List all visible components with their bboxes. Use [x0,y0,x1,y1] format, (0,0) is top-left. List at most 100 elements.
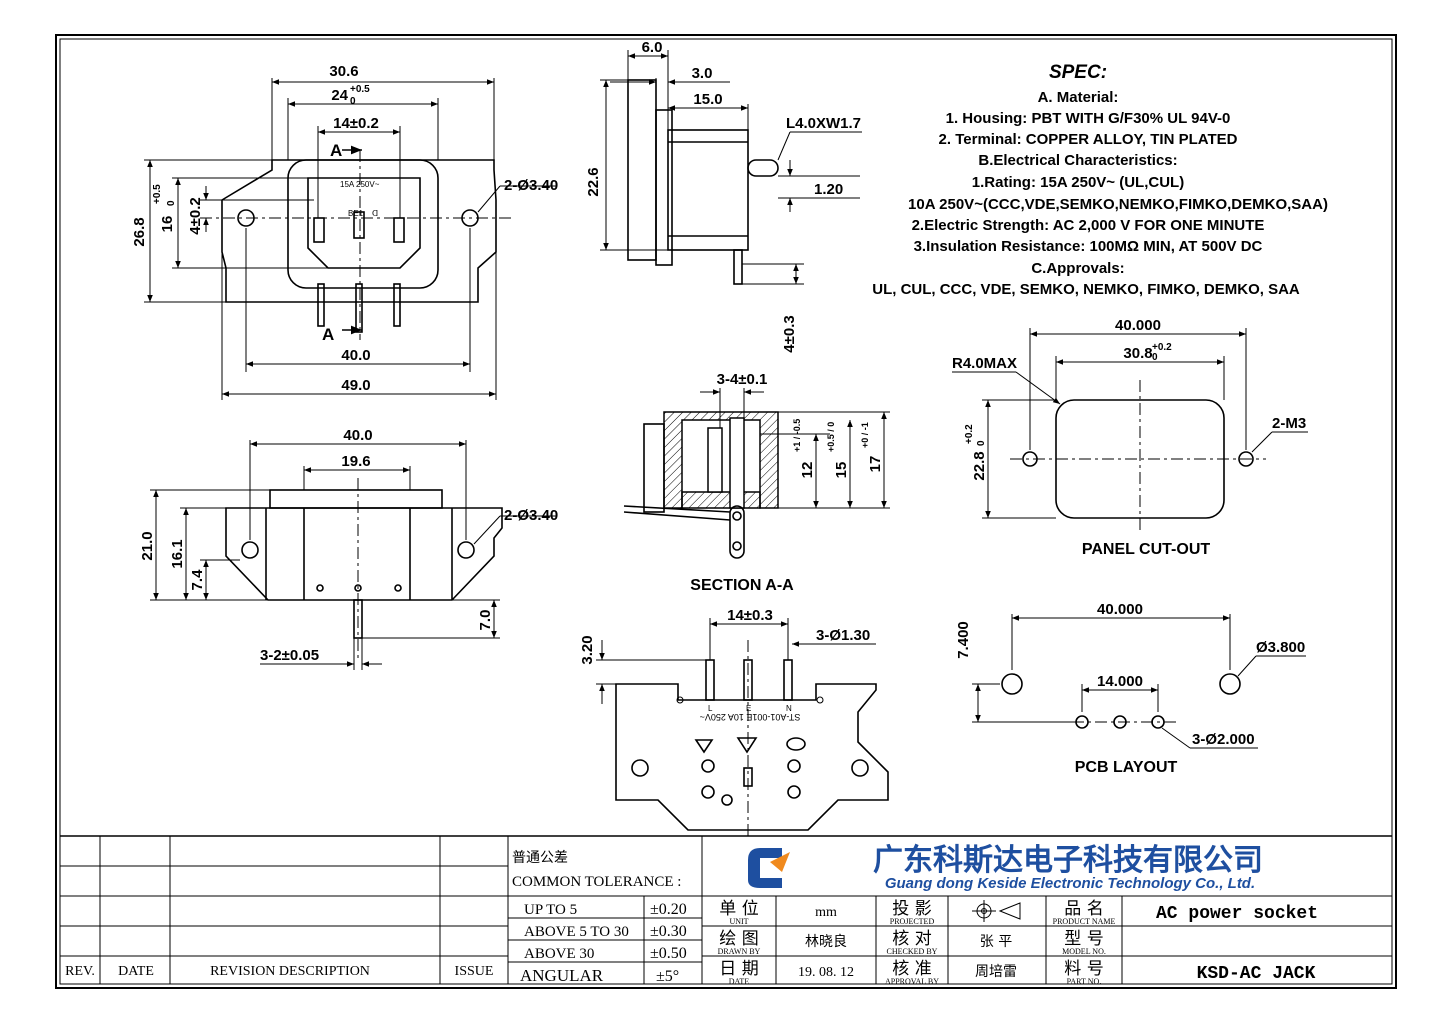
tolerance-range-2: ABOVE 5 TO 30 [524,924,629,940]
pcb-layout-title: PCB LAYOUT [1075,759,1178,776]
spec-line-8: 3.Insulation Resistance: 100MΩ MIN, AT 5… [914,238,1263,255]
section-view-labels: 3-4±0.1 12 +1 / -0.5 15 +0.5 / 0 17 +0 /… [690,371,884,594]
pcb-layout-labels: 40.000 7.400 Ø3.800 14.000 3-Ø2.000 PCB … [955,601,1305,776]
dim-cutout-inner-tol2: 0 [1152,352,1158,363]
side-view-labels: 6.0 3.0 15.0 L4.0XW1.7 1.20 22.6 4±0.3 [585,39,861,353]
dim-section-h1-tol: +1 / -0.5 [792,419,802,452]
front-view-labels: 30.6 24 +0.5 0 14±0.2 2-Ø3.40 26.8 16 +0… [131,63,558,394]
dim-section-h3-tol: +0 / -1 [860,422,870,448]
tolerance-en: COMMON TOLERANCE : [512,874,681,890]
dim-side-pin: 4±0.3 [781,315,798,352]
company-name-cn: 广东科斯达电子科技有限公司 [873,843,1263,878]
tolerance-range-1: UP TO 5 [524,902,577,918]
company-logo [748,848,790,888]
rear-pin-label-l: L [708,704,713,713]
dim-front-pin-offset: 4±0.2 [187,197,204,234]
checked-value: 张 平 [980,934,1012,950]
dim-side-d1: 6.0 [642,39,663,56]
rear-view-labels: 14±0.3 3-Ø1.30 3.20 ST-A01-001E 10A 250V… [579,607,870,722]
projection-symbol-icon [972,900,1021,922]
dim-rear-pitch: 14±0.3 [727,607,773,624]
dim-pcb-pitch: 14.000 [1097,673,1143,690]
part-cn: 料 号 [1064,959,1103,979]
dim-top-inner: 19.6 [341,453,370,470]
spec-block: SPEC: A. Material: 1. Housing: PBT WITH … [872,62,1328,298]
product-cn: 品 名 [1064,899,1103,919]
dim-side-tab-h: 1.20 [814,181,843,198]
spec-line-1: A. Material: [1038,89,1119,106]
tolerance-value-3: ±0.50 [650,945,687,962]
unit-cn: 单 位 [719,899,758,919]
side-view [600,50,862,285]
spec-line-9: C.Approvals: [1031,260,1124,277]
drawn-cn: 绘 图 [719,929,758,949]
dim-front-total-w: 49.0 [341,377,370,394]
dim-top-hole: 2-Ø3.40 [504,507,558,524]
tolerance-range-4: ANGULAR [520,966,604,985]
front-view [144,78,556,400]
spec-line-4: B.Electrical Characteristics: [978,152,1177,169]
socket-mark-text: BE1 [348,209,364,218]
dim-front-hole-pitch: 40.0 [341,347,370,364]
dim-side-d3: 15.0 [693,91,722,108]
dim-top-pin-len: 7.0 [477,610,494,631]
dim-pcb-w: 40.000 [1097,601,1143,618]
rear-label-text: ST-A01-001E 10A 250V~ [700,712,801,722]
drawing-frame [55,34,1397,989]
product-en: PRODUCT NAME [1053,917,1116,926]
revision-description-header: REVISION DESCRIPTION [210,964,370,979]
dim-front-w-inner: 24 [331,87,348,104]
dim-front-w-inner-tol: +0.5 [350,84,370,95]
approval-value: 周培雷 [975,964,1017,980]
dim-pcb-offset: 7.400 [955,621,972,659]
dim-cutout-h-tol2: 0 [976,440,987,446]
dim-top-h2: 7.4 [189,569,206,591]
tolerance-value-4: ±5° [656,968,679,985]
dim-section-pins: 3-4±0.1 [717,371,768,388]
pcb-layout [972,614,1306,749]
dim-cutout-h-tol: +0.2 [964,424,975,444]
dim-top-h1: 16.1 [169,539,186,568]
issue-header: ISSUE [455,964,494,979]
dim-front-pin-pitch: 14±0.2 [333,115,379,132]
date-en: DATE [729,977,750,986]
projected-cn: 投 影 [892,899,931,919]
dim-side-height: 22.6 [585,167,602,196]
spec-line-6: 10A 250V~(CCC,VDE,SEMKO,NEMKO,FIMKO,DEMK… [908,196,1328,213]
projected-en: PROJECTED [890,917,935,926]
socket-rating-text: 15A 250V~ [340,180,380,189]
dim-rear-pin-dia: 3-Ø1.30 [816,627,870,644]
drawn-value: 林晓良 [805,934,847,950]
approval-cn: 核 准 [892,959,931,979]
dim-section-h2-tol: +0.5 / 0 [826,422,836,452]
dim-side-tab: L4.0XW1.7 [786,115,861,132]
dim-cutout-inner-tol: +0.2 [1152,342,1172,353]
spec-line-10: UL, CUL, CCC, VDE, SEMKO, NEMKO, FIMKO, … [872,281,1300,298]
dim-front-h-inner-tol2: 0 [166,200,177,206]
panel-cutout-title: PANEL CUT-OUT [1082,541,1211,558]
checked-cn: 核 对 [892,929,931,949]
dim-cutout-screw: 2-M3 [1272,415,1306,432]
spec-line-7: 2.Electric Strength: AC 2,000 V FOR ONE … [912,217,1265,234]
model-en: MODEL NO. [1062,947,1106,956]
panel-cutout [952,328,1308,534]
date-cn: 日 期 [719,959,758,979]
tolerance-range-3: ABOVE 30 [524,946,594,962]
section-view [623,388,890,559]
dim-pcb-small-hole: 3-Ø2.000 [1192,731,1255,748]
unit-en: UNIT [729,917,748,926]
rear-pin-label-e: E [746,704,751,713]
rear-pin-label-n: N [786,704,792,713]
top-view [150,440,556,670]
approval-en: APPROVAL BY [885,977,939,986]
company-name-en: Guang dong Keside Electronic Technology … [885,875,1255,892]
checked-en: CHECKED BY [887,947,938,956]
dim-section-h2: 15 [833,462,850,479]
dim-front-w-outer: 30.6 [329,63,358,80]
dim-cutout-inner: 30.8 [1123,345,1152,362]
dim-front-h-inner-tol: +0.5 [152,184,163,204]
spec-line-3: 2. Terminal: COPPER ALLOY, TIN PLATED [939,131,1238,148]
tolerance-value-1: ±0.20 [650,901,687,918]
rev-header: REV. [65,964,95,979]
